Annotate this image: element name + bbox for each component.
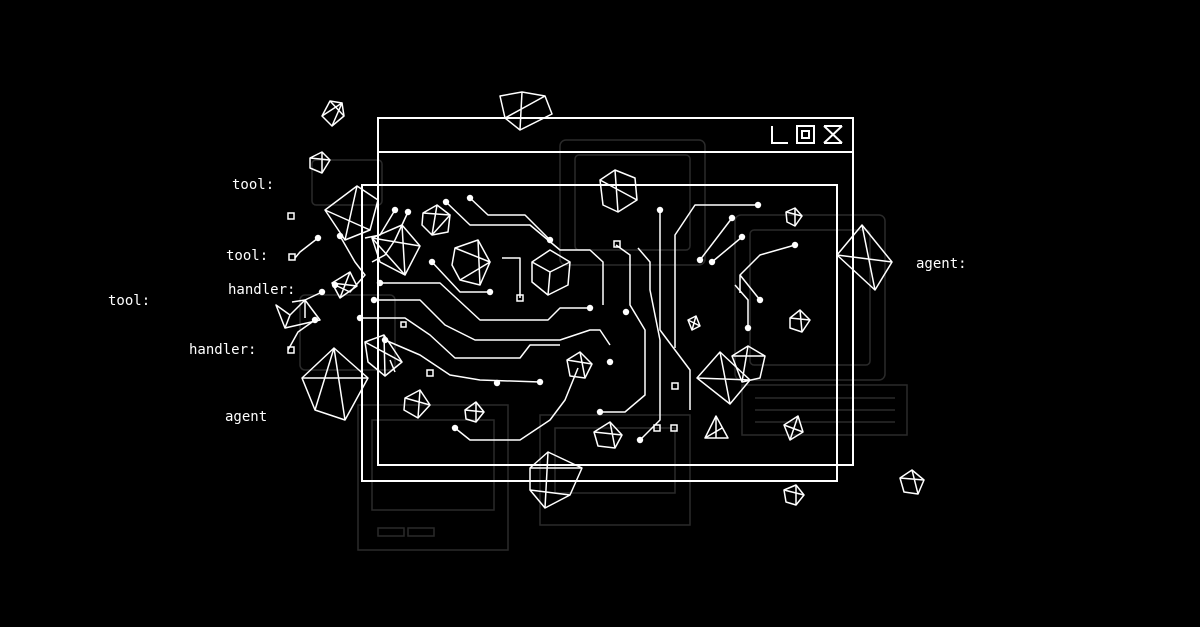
gem-icon <box>599 169 638 213</box>
gem-icon <box>403 389 431 419</box>
gem-icon <box>309 151 331 174</box>
maximize-icon <box>796 125 815 144</box>
gem-icon <box>836 224 893 291</box>
label-tool-3: tool: <box>108 293 151 309</box>
gem-icon <box>593 421 623 449</box>
close-icon <box>823 125 843 144</box>
circuit-pads <box>287 212 679 432</box>
gem-icon <box>899 469 925 495</box>
gem-icon <box>301 347 369 421</box>
label-agent-left: agent <box>225 409 268 425</box>
gem-icon <box>324 185 379 241</box>
gem-icon <box>321 100 345 127</box>
gem-icon <box>783 415 804 441</box>
gem-icon <box>789 309 811 333</box>
gem-icon <box>364 334 403 377</box>
gem-icon <box>704 415 729 439</box>
gem-icon <box>731 345 766 383</box>
gem-icon <box>464 401 485 423</box>
gem-icon <box>785 207 803 227</box>
window-controls <box>771 125 843 144</box>
window-frame <box>377 117 854 466</box>
gem-icon <box>331 271 358 299</box>
label-tool-2: tool: <box>226 248 269 264</box>
main-window <box>361 117 854 482</box>
gem-icon <box>783 484 805 506</box>
circuit-nodes <box>311 194 799 444</box>
circuit-traces <box>287 197 796 441</box>
gem-icon <box>529 451 583 509</box>
gem-icon <box>275 299 321 329</box>
minimize-icon <box>771 126 788 144</box>
label-handler-1: handler: <box>228 282 296 298</box>
window-inner-panel <box>361 184 838 482</box>
label-tool-1: tool: <box>232 177 275 193</box>
label-agent-right: agent: <box>916 256 967 272</box>
gem-icon <box>566 351 593 379</box>
wireframe-gems <box>275 91 925 509</box>
label-handler-2: handler: <box>189 342 257 358</box>
gem-icon <box>421 204 451 236</box>
gem-icon <box>687 315 701 331</box>
gem-icon <box>451 239 491 286</box>
gem-icon <box>531 249 571 296</box>
gem-icon <box>371 224 421 276</box>
ghost-computers <box>299 139 908 551</box>
gem-icon <box>499 91 553 131</box>
